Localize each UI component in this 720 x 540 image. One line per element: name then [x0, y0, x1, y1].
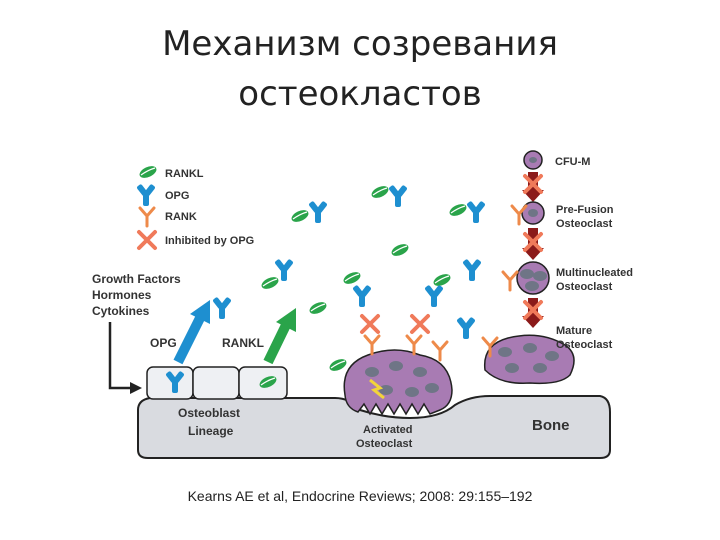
legend-rankl-label: RANKL — [165, 168, 204, 180]
rankl-arrow-label: RANKL — [222, 336, 264, 350]
opg-icon — [466, 200, 486, 223]
legend-inhibited-label: Inhibited by OPG — [165, 235, 254, 247]
opg-icon — [308, 200, 328, 223]
stage-label: Osteoclast — [556, 281, 613, 293]
rankl-icon — [369, 183, 391, 201]
bone — [137, 395, 611, 459]
opg-arrow-label: OPG — [150, 336, 177, 350]
stage-label: Multinucleated — [556, 267, 633, 279]
rankl-icon — [137, 163, 159, 181]
factors-arrow — [108, 322, 132, 390]
rankl-icon — [431, 271, 453, 289]
inhibited-icon — [360, 314, 380, 334]
activated-label-line2: Osteoclast — [356, 438, 413, 450]
opg-icon — [424, 284, 444, 307]
stage-label: Osteoclast — [556, 339, 613, 351]
factor-cytokines: Cytokines — [92, 304, 150, 318]
inhibited-icon — [137, 230, 157, 250]
stage-label: CFU-M — [555, 156, 590, 168]
rankl-icon — [327, 356, 349, 374]
opg-icon — [388, 184, 408, 207]
slide-title-line-2: остеокластов — [238, 74, 482, 114]
rankl-arrow — [263, 308, 296, 365]
bone-label: Bone — [532, 417, 570, 434]
rankl-icon — [389, 241, 411, 259]
activated-label-line1: Activated — [363, 424, 413, 436]
rank-icon — [363, 334, 381, 356]
maturation-stages: CFU-M Pre-Fusion Osteoclast Multinucleat… — [481, 150, 633, 385]
rank-icon — [501, 270, 519, 292]
rankl-icon — [289, 207, 311, 225]
opg-icon — [462, 258, 482, 281]
rank-icon — [431, 340, 449, 362]
slide-title-line-1: Механизм созревания — [162, 24, 558, 64]
rankl-icon — [259, 274, 281, 292]
rankl-icon — [307, 299, 329, 317]
factor-hormones: Hormones — [92, 288, 152, 302]
factor-growth-factors: Growth Factors — [92, 272, 181, 286]
legend-rank-label: RANK — [165, 211, 197, 223]
rank-icon — [138, 206, 156, 228]
inhibited-icon — [410, 314, 430, 334]
osteoblast-label-line1: Osteoblast — [178, 406, 240, 420]
rankl-icon — [341, 269, 363, 287]
stage-label: Osteoclast — [556, 218, 613, 230]
opg-icon — [352, 284, 372, 307]
opg-arrow — [173, 300, 210, 365]
osteoblast-label-line2: Lineage — [188, 424, 234, 438]
stage-label: Mature — [556, 325, 592, 337]
opg-icon — [274, 258, 294, 281]
activated-osteoclast — [343, 314, 453, 416]
stage-label: Pre-Fusion — [556, 204, 614, 216]
legend: RANKL OPG RANK Inhibited by OPG — [136, 163, 254, 250]
opg-icon — [212, 296, 232, 319]
osteoblast-cells — [146, 366, 288, 400]
opg-icon — [136, 183, 156, 206]
opg-icon — [456, 316, 476, 339]
legend-opg-label: OPG — [165, 190, 189, 202]
citation: Kearns AE et al, Endocrine Reviews; 2008… — [187, 488, 533, 504]
rankl-icon — [447, 201, 469, 219]
